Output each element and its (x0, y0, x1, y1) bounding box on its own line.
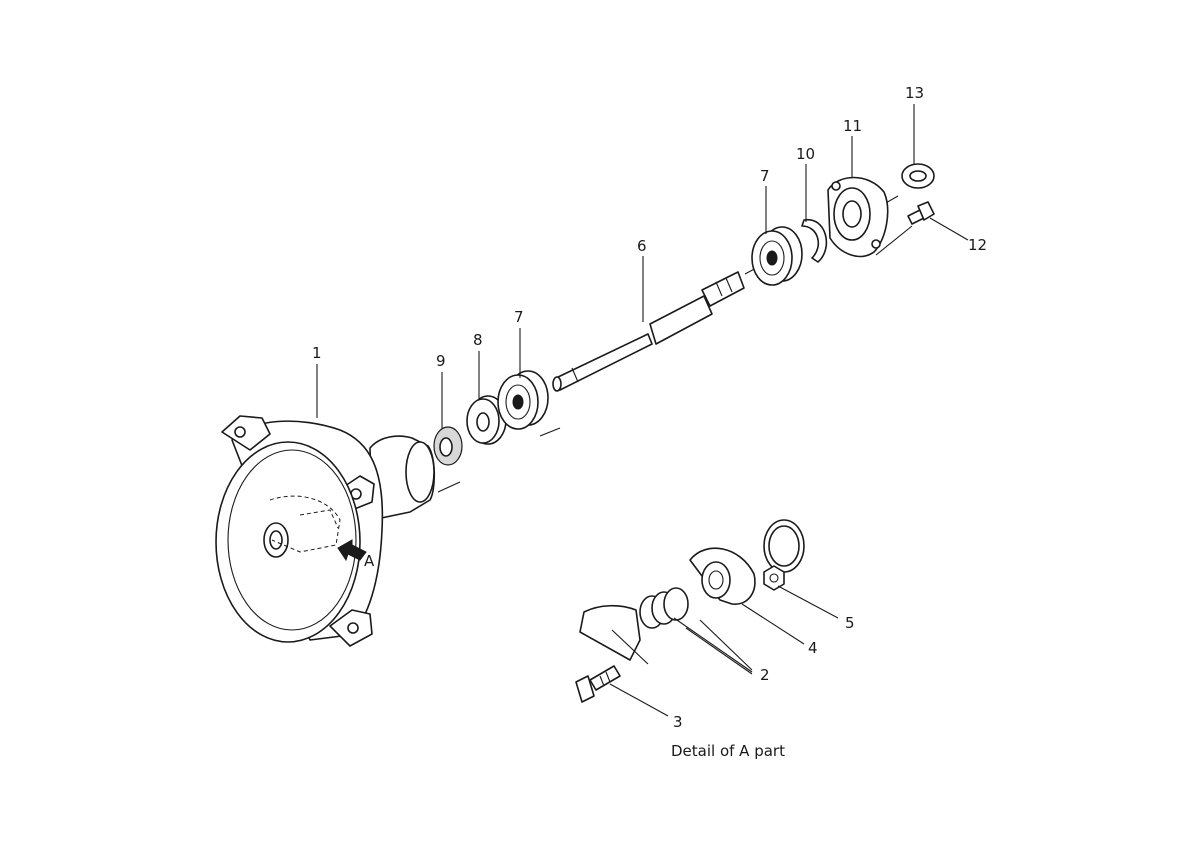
axis-line-bolt (875, 225, 913, 256)
shaft-part (552, 271, 745, 392)
leader-12 (929, 217, 969, 241)
seal-part (433, 426, 463, 466)
part-label-3: 3 (673, 713, 683, 731)
part-label-12: 12 (968, 236, 987, 254)
washer-part (901, 163, 935, 189)
circlip-part (801, 219, 828, 263)
leader-2c (699, 619, 753, 671)
part-label-9: 9 (436, 352, 446, 370)
part-label-5: 5 (845, 614, 855, 632)
part-label-10: 10 (796, 145, 815, 163)
bolt-part (907, 201, 935, 225)
part-label-7-left: 7 (514, 308, 524, 326)
part-label-4: 4 (808, 639, 818, 657)
leader-4 (741, 603, 805, 645)
leader-5 (777, 585, 839, 619)
part-label-8: 8 (473, 331, 483, 349)
arrow-a-label: A (364, 552, 375, 570)
part-label-6: 6 (637, 237, 647, 255)
part-label-11: 11 (843, 117, 862, 135)
leader-2a (673, 617, 753, 673)
leader-2b (685, 627, 753, 675)
detail-a-assembly (575, 519, 805, 703)
leader-3 (609, 683, 669, 717)
part-label-2: 2 (760, 666, 770, 684)
end-cover-part (827, 176, 889, 258)
part-label-13: 13 (905, 84, 924, 102)
detail-caption: Detail of A part (671, 742, 785, 760)
part-label-7-right: 7 (760, 167, 770, 185)
spacer-ring-part (466, 395, 507, 445)
bearing-left-part (497, 370, 549, 430)
bearing-right-part (751, 226, 803, 286)
axis-line-housing (437, 481, 461, 493)
housing-part (215, 415, 436, 647)
axis-line-bearing (539, 427, 561, 437)
part-label-1: 1 (312, 344, 322, 362)
